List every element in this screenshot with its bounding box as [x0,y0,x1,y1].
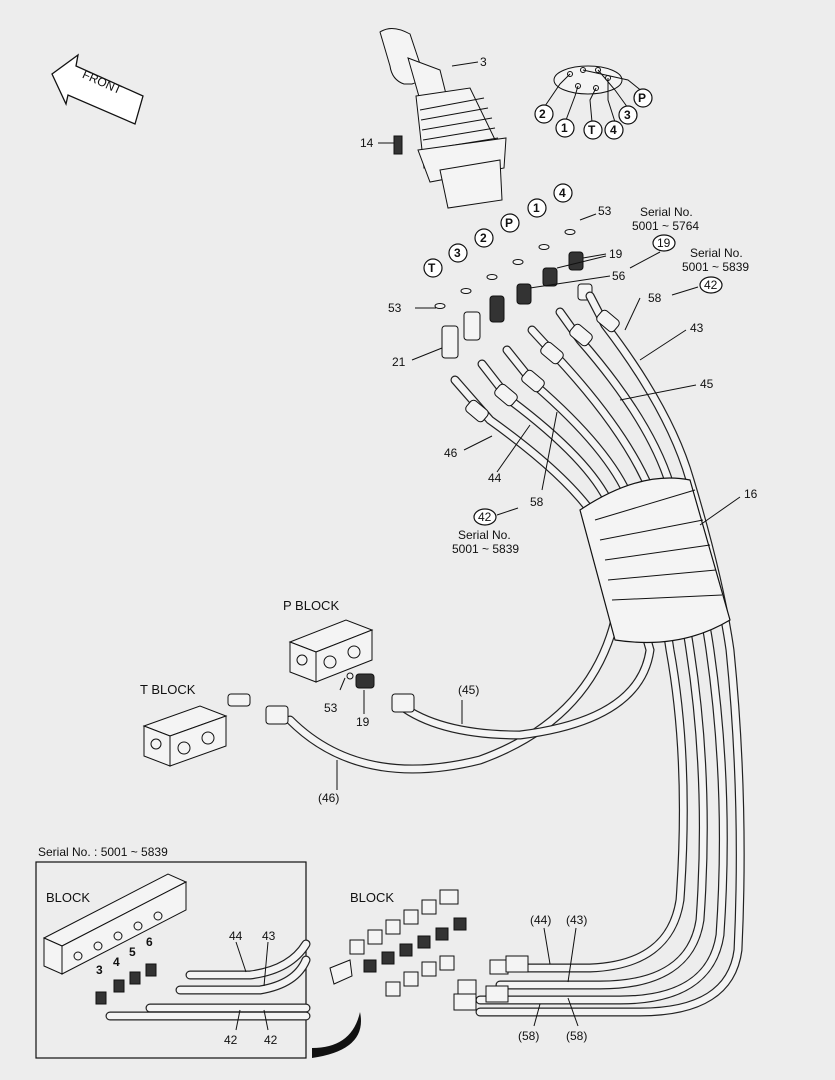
inset-callout-42: 42 [224,1033,238,1047]
callout-19-top: 19 [609,247,623,261]
inset-block-title: BLOCK [46,890,90,905]
inset-callout-42: 42 [264,1033,278,1047]
callout-45-paren: (45) [458,683,479,697]
hose-sleeves-small [465,309,620,423]
inset-block [42,873,188,975]
inset-callout-43: 43 [262,929,276,943]
callout-joystick: 3 [480,55,487,69]
inset-port: 4 [113,955,120,969]
callout-46: 46 [444,446,458,460]
inset-hoses [105,939,311,1021]
p-block-title: P BLOCK [283,598,339,613]
callout-19-pblock: 19 [356,715,370,729]
port-circles: T 3 2 P 1 4 [423,183,573,278]
ref19-serial-label: Serial No. [690,246,743,260]
callout-58-paren-1: (58) [518,1029,539,1043]
port-map-label: 3 [624,108,631,122]
serial-5764-label: Serial No. [640,205,693,219]
ref19-serial-range: 5001 ~ 5839 [682,260,749,274]
main-block-title: BLOCK [350,890,394,905]
ref42-mid-num: 42 [478,510,492,524]
callout-46-paren: (46) [318,791,339,805]
inset-serial: Serial No. : 5001 ~ 5839 [38,845,168,859]
port-map-label: 1 [561,121,568,135]
fittings-top [441,251,593,359]
port-map-label: P [638,91,646,105]
port-circle-label: 4 [559,186,566,200]
callout-53-pblock: 53 [324,701,338,715]
port-circle-label: 3 [454,246,461,260]
washers [434,229,576,309]
port-map: 2 1 T 4 3 P [534,65,653,140]
callout-58-mid: 58 [530,495,544,509]
callout-43: 43 [690,321,704,335]
callout-16: 16 [744,487,758,501]
ref42-mid-serial-label: Serial No. [458,528,511,542]
inset-port: 5 [129,945,136,959]
callout-43-paren: (43) [566,913,587,927]
port-map-label: T [588,123,596,137]
callout-53-left: 53 [388,301,402,315]
callout-58-top: 58 [648,291,662,305]
port-map-label: 4 [610,123,617,137]
ref42-mid-serial-range: 5001 ~ 5839 [452,542,519,556]
callout-45: 45 [700,377,714,391]
ref42-top-num: 42 [704,278,718,292]
hose-sleeve [579,477,731,644]
callout-screw: 14 [360,136,374,150]
callout-58-paren-2: (58) [566,1029,587,1043]
callout-56: 56 [612,269,626,283]
serial-5764-range: 5001 ~ 5764 [632,219,699,233]
inset-port: 3 [96,963,103,977]
inset-port: 6 [146,935,153,949]
p-block [288,619,374,683]
callout-21: 21 [392,355,406,369]
front-arrow: FRONT [51,53,144,125]
inset-pointer-icon [312,1012,361,1058]
t-block [142,705,228,767]
hoses [285,291,745,1017]
ref19-num: 19 [657,236,671,250]
t-block-title: T BLOCK [140,682,196,697]
port-circle-label: 1 [533,201,540,215]
joystick-lever [379,28,507,209]
inset-callout-44: 44 [229,929,243,943]
callout-44-paren: (44) [530,913,551,927]
port-map-label: 2 [539,107,546,121]
callout-44: 44 [488,471,502,485]
callout-53-top: 53 [598,204,612,218]
port-circle-label: 2 [480,231,487,245]
port-circle-label: T [428,261,436,275]
port-circle-label: P [505,216,513,230]
main-block [329,889,529,1011]
